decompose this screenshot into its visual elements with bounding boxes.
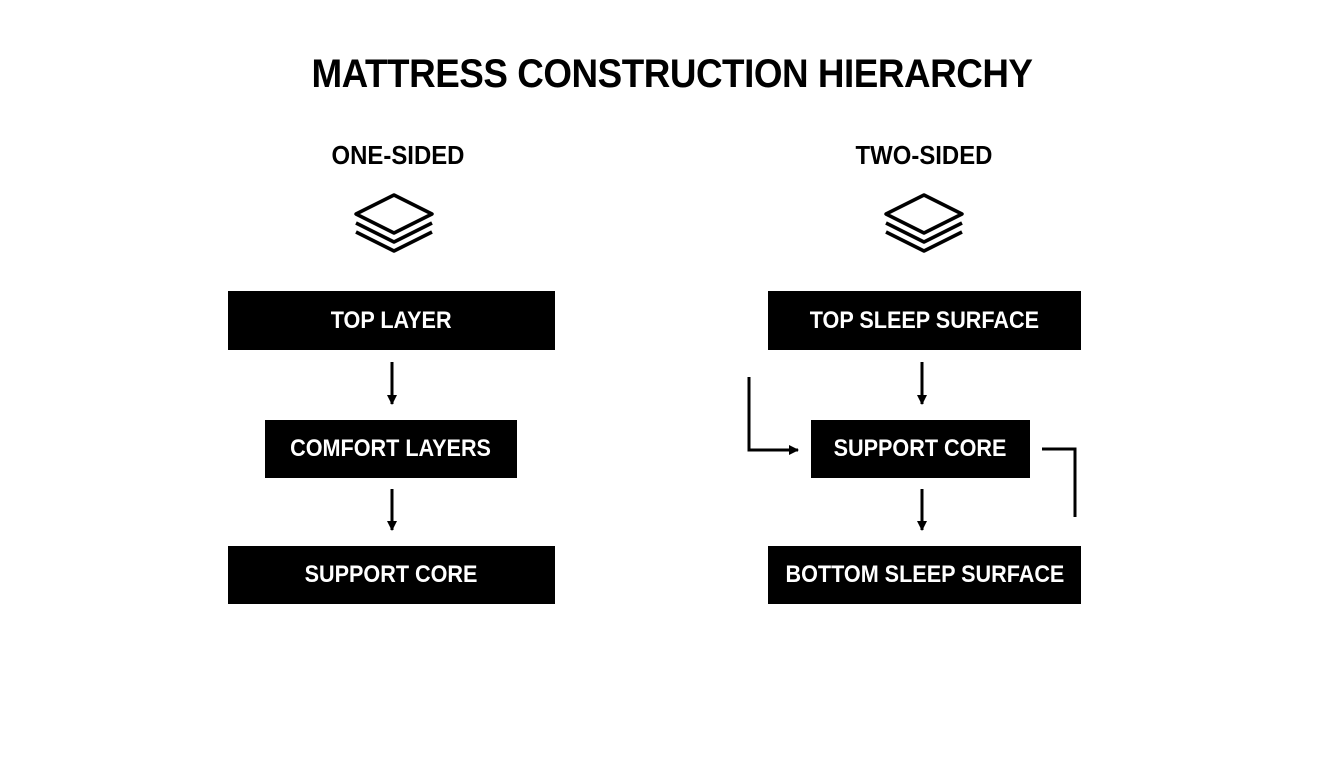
- two-sided-top-sleep-surface-box: TOP SLEEP SURFACE: [768, 291, 1081, 350]
- two-sided-bottom-sleep-surface-label: BOTTOM SLEEP SURFACE: [785, 561, 1064, 588]
- one-sided-comfort-layers-box: COMFORT LAYERS: [265, 420, 517, 478]
- two-sided-support-core-label: SUPPORT CORE: [834, 435, 1007, 462]
- one-sided-top-layer-label: TOP LAYER: [331, 306, 452, 334]
- layers-icon: [884, 193, 964, 253]
- one-sided-support-core-box: SUPPORT CORE: [228, 546, 555, 604]
- two-sided-support-core-box: SUPPORT CORE: [811, 420, 1030, 478]
- two-sided-right-elbow-line: [1042, 447, 1077, 517]
- two-sided-top-sleep-surface-label: TOP SLEEP SURFACE: [809, 306, 1040, 334]
- two-sided-bottom-sleep-surface-box: BOTTOM SLEEP SURFACE: [768, 546, 1081, 604]
- diagram-title: MATTRESS CONSTRUCTION HIERARCHY: [311, 52, 1033, 96]
- one-sided-top-layer-box: TOP LAYER: [228, 291, 555, 350]
- two-sided-heading: TWO-SIDED: [855, 140, 993, 170]
- one-sided-heading: ONE-SIDED: [331, 140, 465, 170]
- one-sided-support-core-label: SUPPORT CORE: [305, 561, 478, 588]
- one-sided-comfort-layers-label: COMFORT LAYERS: [290, 435, 492, 462]
- two-sided-left-elbow-arrow: [747, 377, 799, 455]
- layers-icon: [354, 193, 434, 253]
